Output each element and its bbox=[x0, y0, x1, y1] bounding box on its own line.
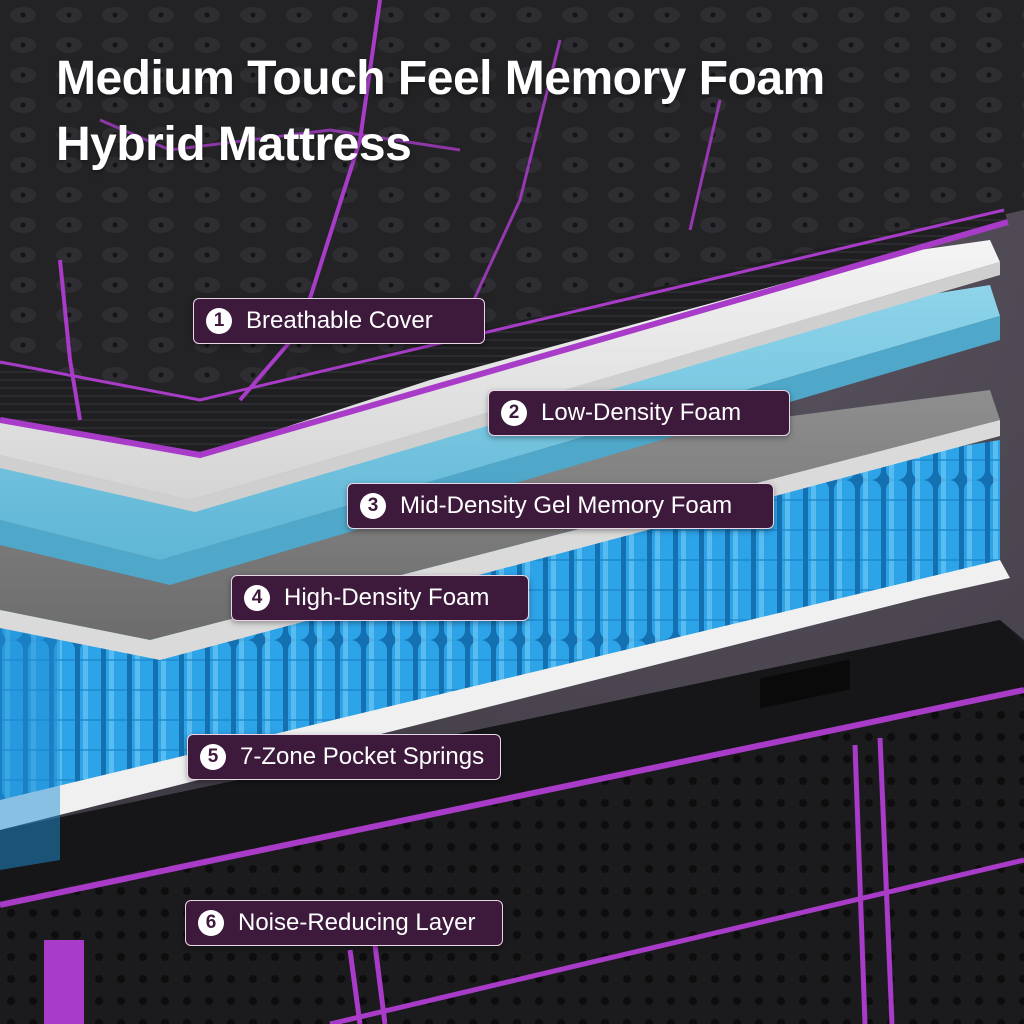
layer-label-noise-reducing-layer: 6 Noise-Reducing Layer bbox=[185, 900, 503, 946]
layer-label-text: Low-Density Foam bbox=[541, 399, 742, 426]
layer-number-badge: 2 bbox=[501, 400, 527, 426]
layer-label-text: Breathable Cover bbox=[246, 307, 433, 334]
page-title: Medium Touch Feel Memory Foam Hybrid Mat… bbox=[56, 46, 825, 178]
layer-label-pocket-springs: 5 7-Zone Pocket Springs bbox=[187, 734, 501, 780]
title-line-1: Medium Touch Feel Memory Foam bbox=[56, 52, 825, 105]
layer-label-text: Noise-Reducing Layer bbox=[238, 909, 476, 936]
layer-label-high-density-foam: 4 High-Density Foam bbox=[231, 575, 529, 621]
layer-number-badge: 6 bbox=[198, 910, 224, 936]
layer-label-text: 7-Zone Pocket Springs bbox=[240, 743, 485, 770]
title-line-2: Hybrid Mattress bbox=[56, 118, 412, 171]
layer-number-badge: 1 bbox=[206, 308, 232, 334]
layer-label-text: High-Density Foam bbox=[284, 584, 490, 611]
layer-label-gel-memory-foam: 3 Mid-Density Gel Memory Foam bbox=[347, 483, 774, 529]
layer-number-badge: 3 bbox=[360, 493, 386, 519]
layer-label-low-density-foam: 2 Low-Density Foam bbox=[488, 390, 790, 436]
layer-number-badge: 5 bbox=[200, 744, 226, 770]
layer-label-text: Mid-Density Gel Memory Foam bbox=[400, 492, 733, 519]
layer-number-badge: 4 bbox=[244, 585, 270, 611]
layer-label-breathable-cover: 1 Breathable Cover bbox=[193, 298, 485, 344]
